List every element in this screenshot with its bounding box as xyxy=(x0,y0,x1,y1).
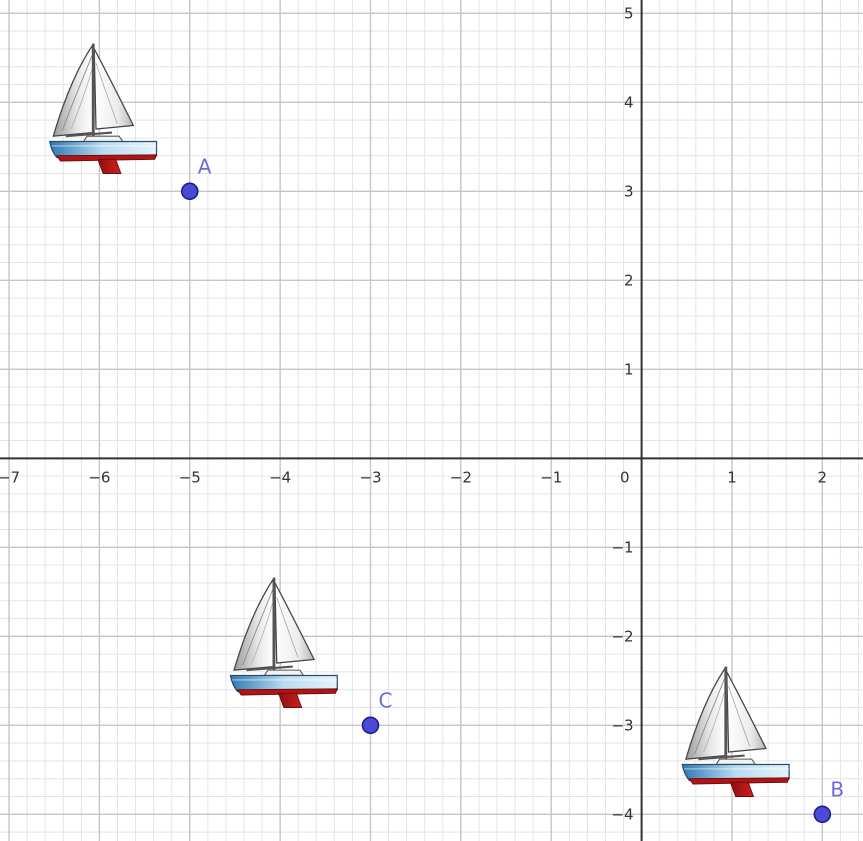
sailboat-icon xyxy=(230,578,337,708)
y-tick-label: 4 xyxy=(624,93,634,111)
x-tick-label: −5 xyxy=(179,468,201,486)
x-tick-label: −2 xyxy=(450,468,472,486)
point-marker[interactable] xyxy=(363,717,379,733)
tick-labels: −7 −6 −5 −4 −3 −2 −1 1 2 −4 −3 −2 −1 1 2 3 4 5 xyxy=(0,4,827,823)
point-label: B xyxy=(830,777,844,801)
y-tick-label: −3 xyxy=(611,716,633,734)
y-tick-label: 2 xyxy=(624,271,634,289)
y-tick-label: 3 xyxy=(624,182,634,200)
point-label: C xyxy=(379,688,393,712)
x-tick-label: −3 xyxy=(359,468,381,486)
sailboat-icon xyxy=(682,667,789,797)
y-tick-label: 5 xyxy=(624,4,634,22)
x-tick-label: −4 xyxy=(269,468,291,486)
y-tick-label: −2 xyxy=(611,627,633,645)
origin-label: 0 xyxy=(620,468,630,486)
x-tick-label: −6 xyxy=(88,468,110,486)
point-b[interactable]: B xyxy=(814,777,844,822)
sailboat-icon xyxy=(50,44,157,174)
y-tick-label: −4 xyxy=(611,805,633,823)
point-a[interactable]: A xyxy=(182,154,212,199)
point-marker[interactable] xyxy=(182,183,198,199)
y-tick-label: −1 xyxy=(611,538,633,556)
x-tick-label: −1 xyxy=(540,468,562,486)
y-tick-label: 1 xyxy=(624,360,634,378)
point-c[interactable]: C xyxy=(363,688,393,733)
point-marker[interactable] xyxy=(814,806,830,822)
x-tick-label: 2 xyxy=(818,468,828,486)
x-tick-label: −7 xyxy=(0,468,20,486)
point-label: A xyxy=(198,154,212,178)
x-tick-label: 1 xyxy=(727,468,737,486)
